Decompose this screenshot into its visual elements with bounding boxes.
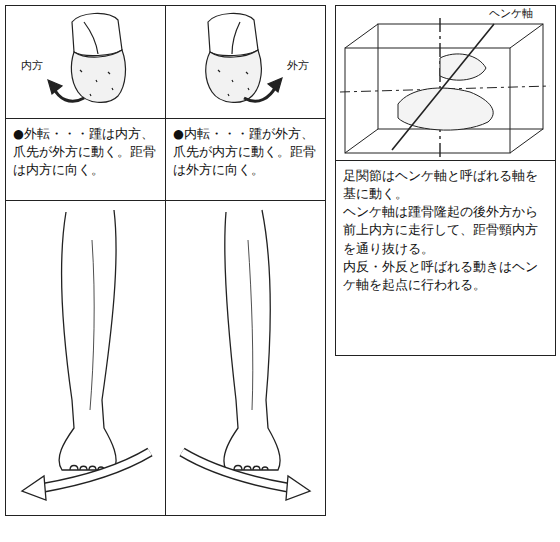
axis-box [340, 18, 550, 158]
text-box: ●外転・・・踵は内方、爪先が外方に動く。距骨は内方に向く。 [5, 118, 166, 201]
rotation-arrow [22, 452, 310, 500]
panel-border [336, 6, 556, 161]
description-text: ●外転・・・踵は内方、爪先が外方に動く。距骨は内方に向く。 [13, 125, 158, 179]
leg-drawing [59, 210, 280, 470]
text-box: 足関節はヘンケ軸と呼ばれる軸を基に動く。ヘンケ軸は踵骨隆起の後外方から前上内方に… [335, 160, 556, 356]
direction-label: 外方 [286, 58, 310, 73]
description-text: 内反・外反と呼ばれる動きはヘンケ軸を起点に行われる。 [343, 258, 548, 294]
text-box: ●内転・・・踵が外方、爪先が内方に動く。距骨は外方に向く。 [165, 118, 326, 201]
direction-label: 内方 [20, 58, 44, 73]
panel-border [6, 6, 326, 516]
bone-drawing [206, 13, 282, 102]
description-text: 足関節はヘンケ軸と呼ばれる軸を基に動く。 [343, 167, 548, 203]
grid-line [165, 5, 166, 515]
description-text: ●内転・・・踵が外方、爪先が内方に動く。距骨は外方に向く。 [173, 125, 318, 179]
description-text: ヘンケ軸は踵骨隆起の後外方から前上内方に走行して、距骨頸内方を通り抜ける。 [343, 203, 548, 257]
bone-drawing [48, 13, 125, 102]
direction-label: ヘンケ軸 [488, 6, 534, 21]
